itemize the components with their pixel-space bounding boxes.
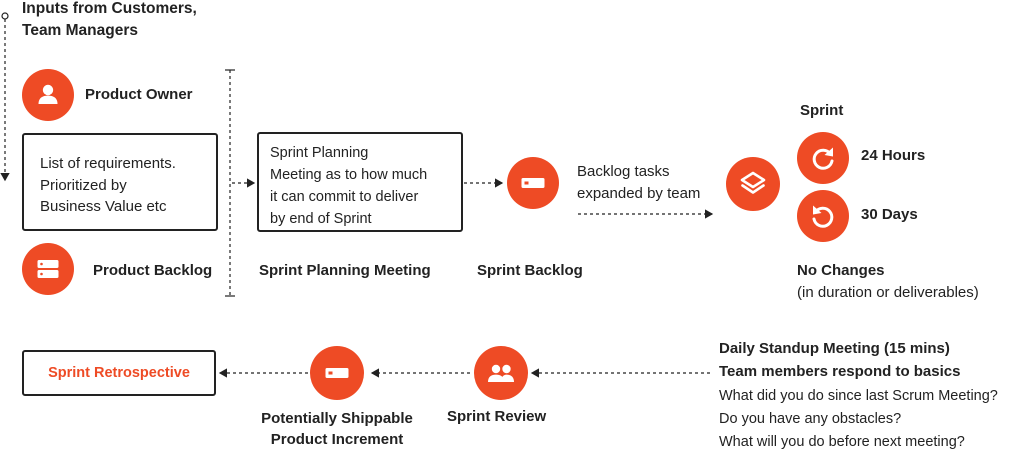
inputs-heading: Inputs from Customers, Team Managers bbox=[22, 0, 197, 39]
sprint-planning-label: Sprint Planning Meeting bbox=[259, 262, 431, 279]
standup-question: What did you do since last Scrum Meeting… bbox=[719, 388, 998, 404]
person-icon bbox=[22, 69, 74, 121]
standup-subtitle: Team members respond to basics bbox=[719, 363, 961, 380]
standup-title: Daily Standup Meeting (15 mins) bbox=[719, 340, 950, 357]
increment-label: Potentially Shippable Product Increment bbox=[261, 410, 413, 448]
retrospective-label: Sprint Retrospective bbox=[48, 365, 190, 381]
standup-question: Do you have any obstacles? bbox=[719, 411, 902, 427]
sprint-planning-box: Sprint Planning Meeting as to how much i… bbox=[257, 132, 463, 232]
inputs-start-dot bbox=[1, 12, 9, 20]
ticket-icon bbox=[507, 157, 559, 209]
sprint-backlog-label: Sprint Backlog bbox=[477, 262, 583, 279]
no-changes-label: No Changes bbox=[797, 262, 885, 279]
no-changes-note: (in duration or deliverables) bbox=[797, 284, 979, 301]
product-owner-label: Product Owner bbox=[85, 86, 193, 103]
sprint-hours: 24 Hours bbox=[861, 147, 926, 164]
standup-questions: What did you do since last Scrum Meeting… bbox=[719, 385, 998, 454]
sprint-days: 30 Days bbox=[861, 206, 918, 223]
ticket-icon bbox=[310, 346, 364, 400]
product-backlog-label: Product Backlog bbox=[93, 262, 213, 279]
retrospective-box: Sprint Retrospective bbox=[22, 350, 216, 396]
requirements-box: List of requirements. Prioritized by Bus… bbox=[22, 133, 218, 231]
sprint-title: Sprint bbox=[800, 102, 844, 119]
server-icon bbox=[22, 243, 74, 295]
sprint-review-label: Sprint Review bbox=[447, 408, 547, 425]
layers-icon bbox=[726, 157, 780, 211]
undo-icon bbox=[797, 190, 849, 242]
team-icon bbox=[474, 346, 528, 400]
backlog-tasks-text: Backlog tasks expanded by team bbox=[577, 163, 701, 202]
standup-question: What will you do before next meeting? bbox=[719, 434, 965, 450]
redo-icon bbox=[797, 132, 849, 184]
